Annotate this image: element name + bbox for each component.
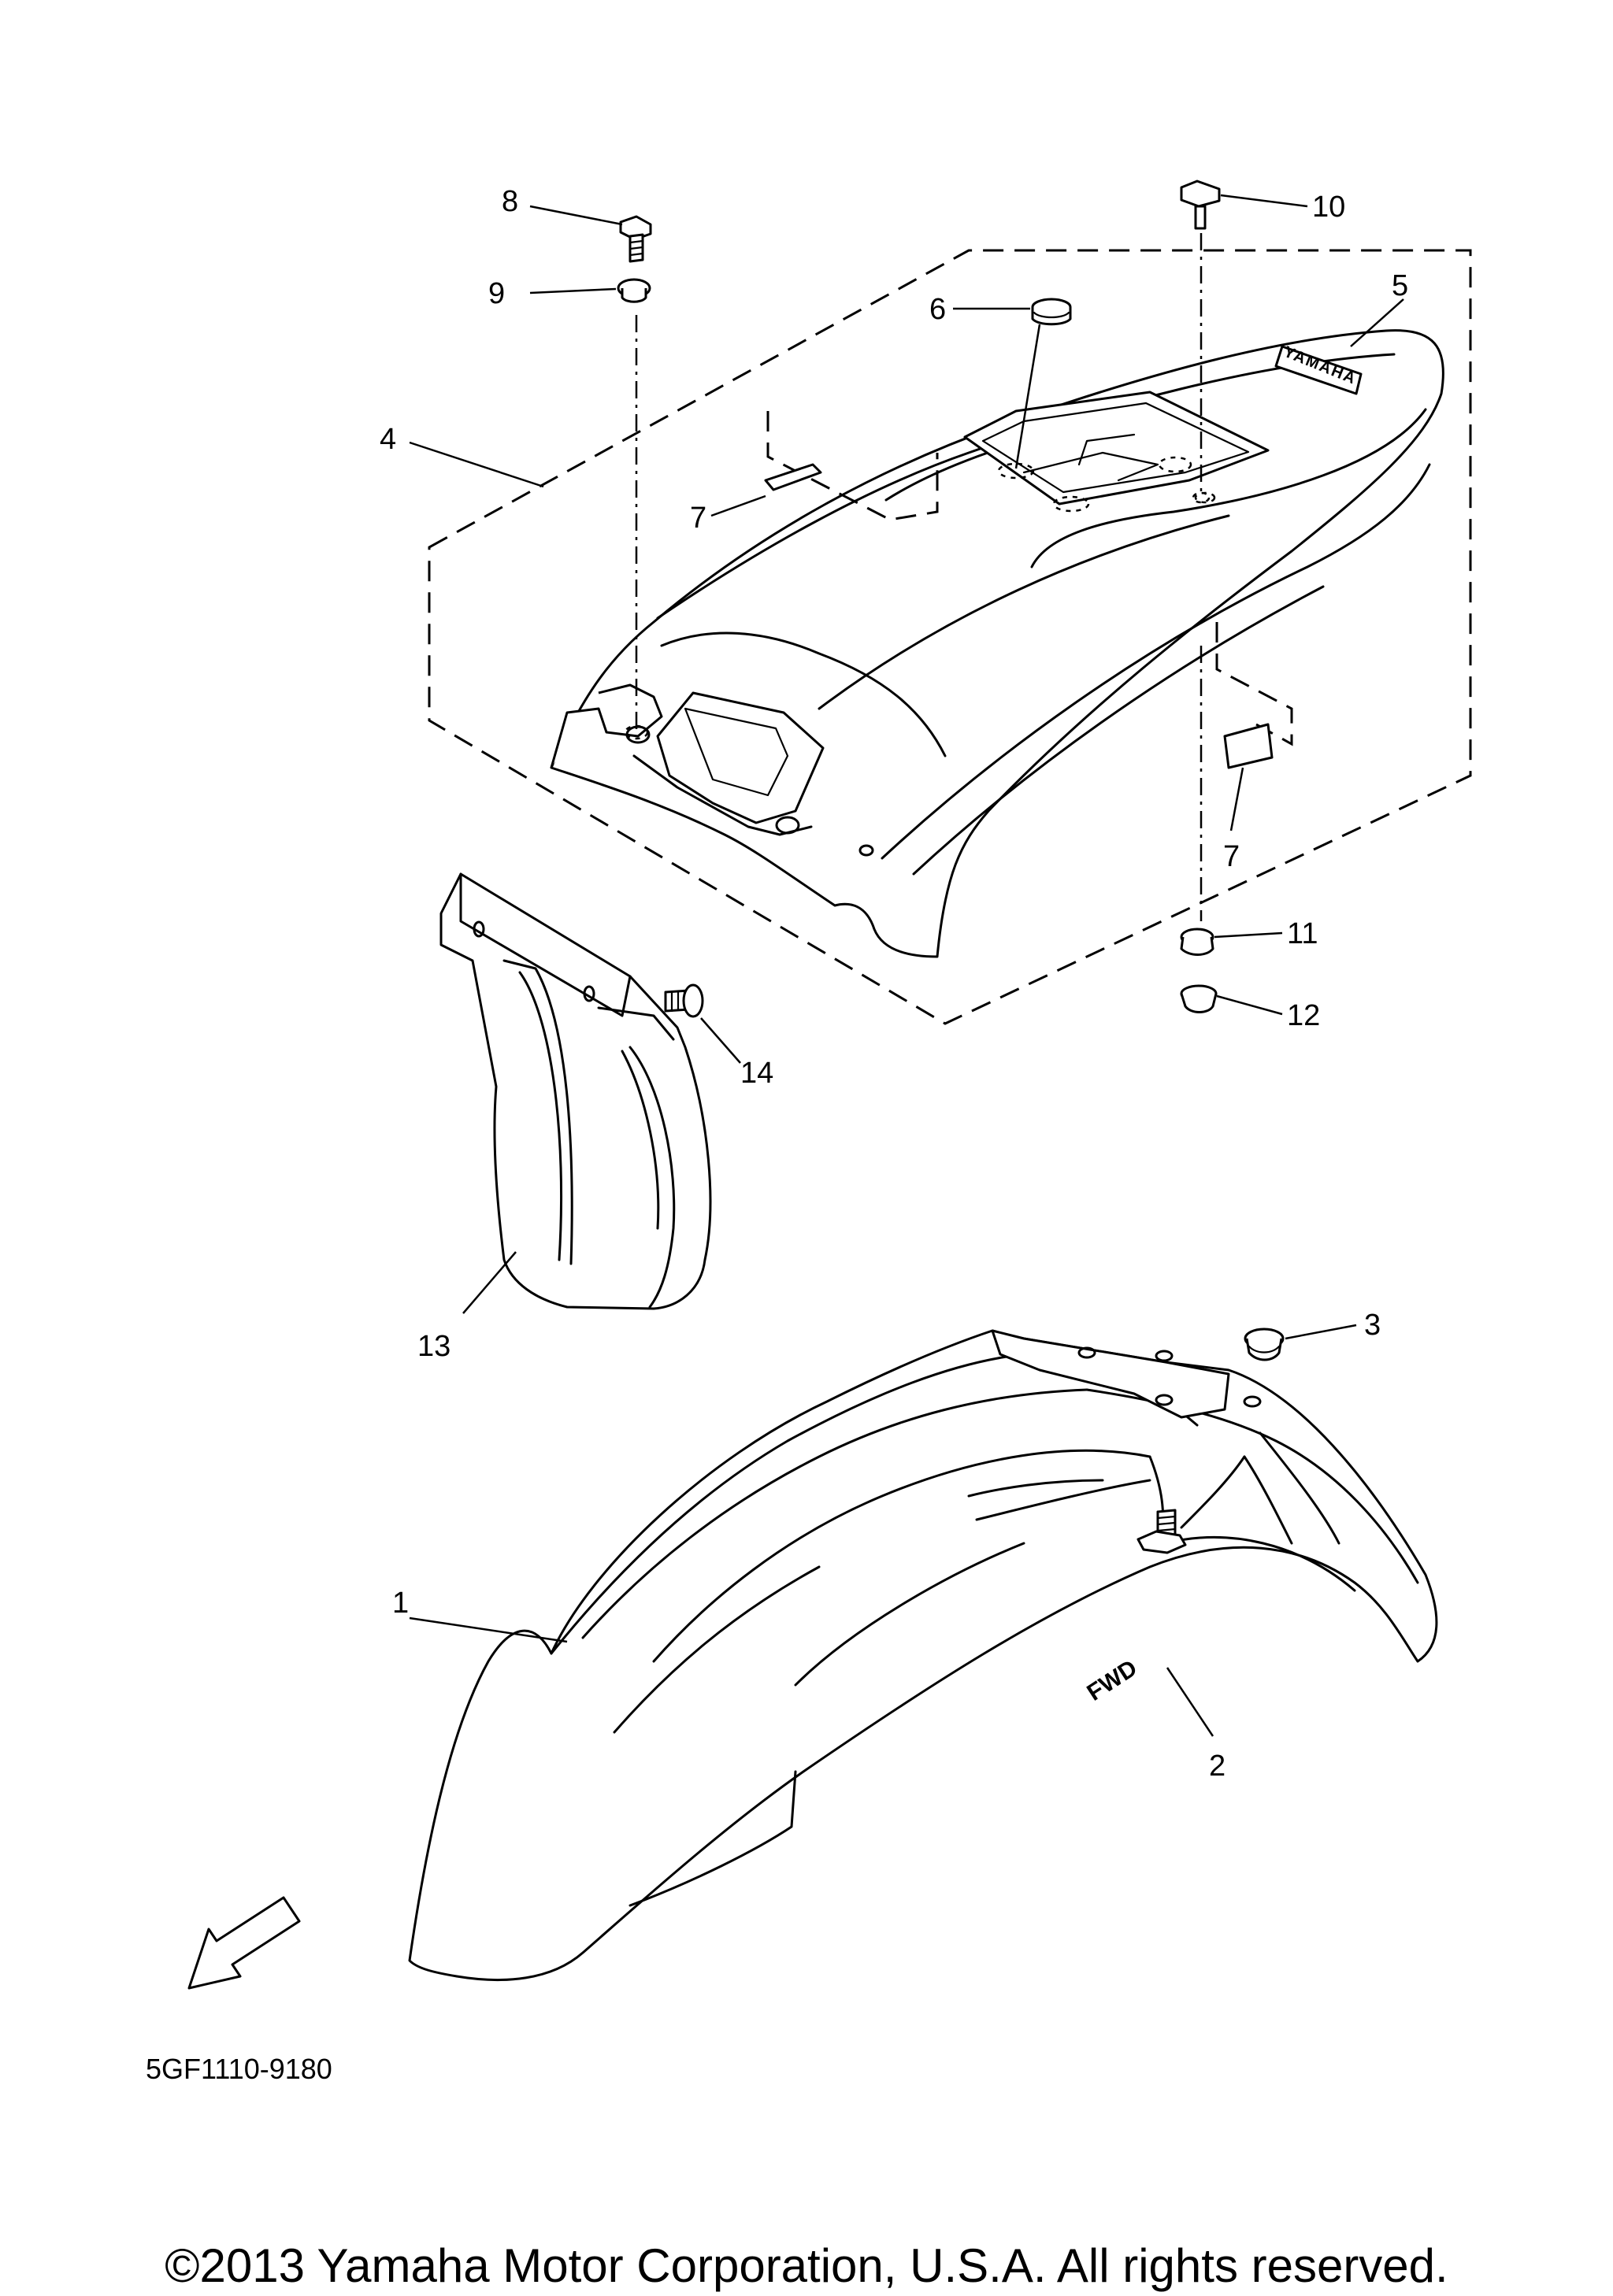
rear-fender-drawing: YAMAHA (550, 329, 1444, 958)
callout-12: 12 (1287, 999, 1320, 1032)
screw-10 (1180, 180, 1221, 230)
fwd-arrow-text: FWD (1082, 1655, 1141, 1706)
mud-flap-13 (439, 872, 712, 1310)
damper-7-right (1215, 622, 1293, 769)
callout-7-right: 7 (1223, 840, 1240, 873)
front-fender-1 (408, 1329, 1438, 1982)
callout-9: 9 (488, 277, 505, 310)
callout-11: 11 (1287, 917, 1318, 950)
diagram-part-code: 5GF1110-9180 (146, 2053, 332, 2085)
callout-6: 6 (929, 293, 946, 326)
callout-14: 14 (740, 1057, 773, 1090)
grommet-6 (1031, 298, 1072, 326)
damper-7-left (764, 411, 939, 521)
callout-3: 3 (1364, 1309, 1381, 1342)
callout-4: 4 (380, 423, 396, 456)
rear-fender-assembly-box (428, 249, 1472, 1025)
callout-8: 8 (502, 185, 518, 218)
callout-10: 10 (1312, 191, 1345, 224)
callout-7-left: 7 (690, 502, 706, 535)
callout-5: 5 (1392, 269, 1408, 302)
washer-9 (617, 278, 651, 303)
bolt-8 (619, 215, 652, 263)
collar-12 (1180, 984, 1218, 1013)
callout-2: 2 (1209, 1750, 1226, 1783)
callout-13: 13 (417, 1330, 451, 1363)
bolt-14 (664, 983, 704, 1018)
callout-1: 1 (392, 1587, 409, 1620)
bolt-2 (1137, 1509, 1187, 1554)
grommet-3 (1244, 1328, 1285, 1361)
nut-11 (1180, 928, 1214, 956)
copyright-notice: ©2013 Yamaha Motor Corporation, U.S.A. A… (165, 2239, 1448, 2292)
